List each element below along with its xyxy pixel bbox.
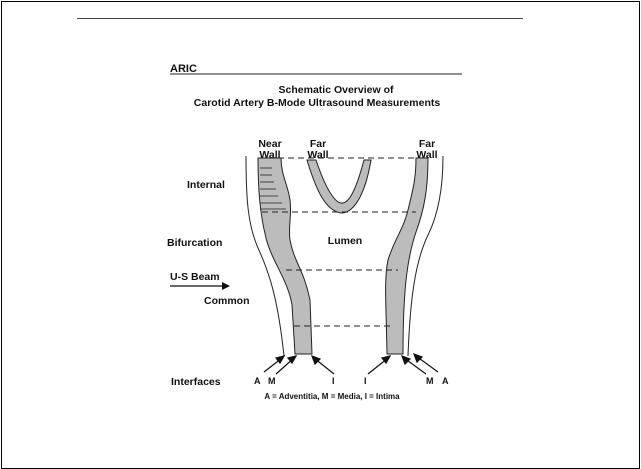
title-line1: Schematic Overview of <box>279 84 394 96</box>
segment-bifurcation: Bifurcation <box>167 237 222 249</box>
us-beam-label: U-S Beam <box>170 271 220 283</box>
header-org: ARIC <box>170 63 197 75</box>
far-wall-band <box>386 158 428 354</box>
interface-arrows <box>264 354 438 374</box>
interface-left-a: A <box>254 376 261 386</box>
segment-common: Common <box>204 295 250 307</box>
interface-left-m: M <box>268 376 276 386</box>
interface-right-i: I <box>364 376 367 386</box>
legend-text: A = Adventitia, M = Media, I = Intima <box>264 392 400 401</box>
us-beam-arrow-head <box>222 282 230 290</box>
far-wall-center-label-2: Wall <box>307 149 328 161</box>
title-line2: Carotid Artery B-Mode Ultrasound Measure… <box>194 97 441 109</box>
interface-right-a: A <box>442 376 449 386</box>
interface-left-i: I <box>332 376 335 386</box>
segment-internal: Internal <box>187 179 225 191</box>
interface-right-m: M <box>426 376 434 386</box>
near-wall-band <box>258 158 312 354</box>
lumen-label: Lumen <box>328 235 362 247</box>
external-carotid-band <box>307 160 371 213</box>
interfaces-label: Interfaces <box>171 376 221 388</box>
